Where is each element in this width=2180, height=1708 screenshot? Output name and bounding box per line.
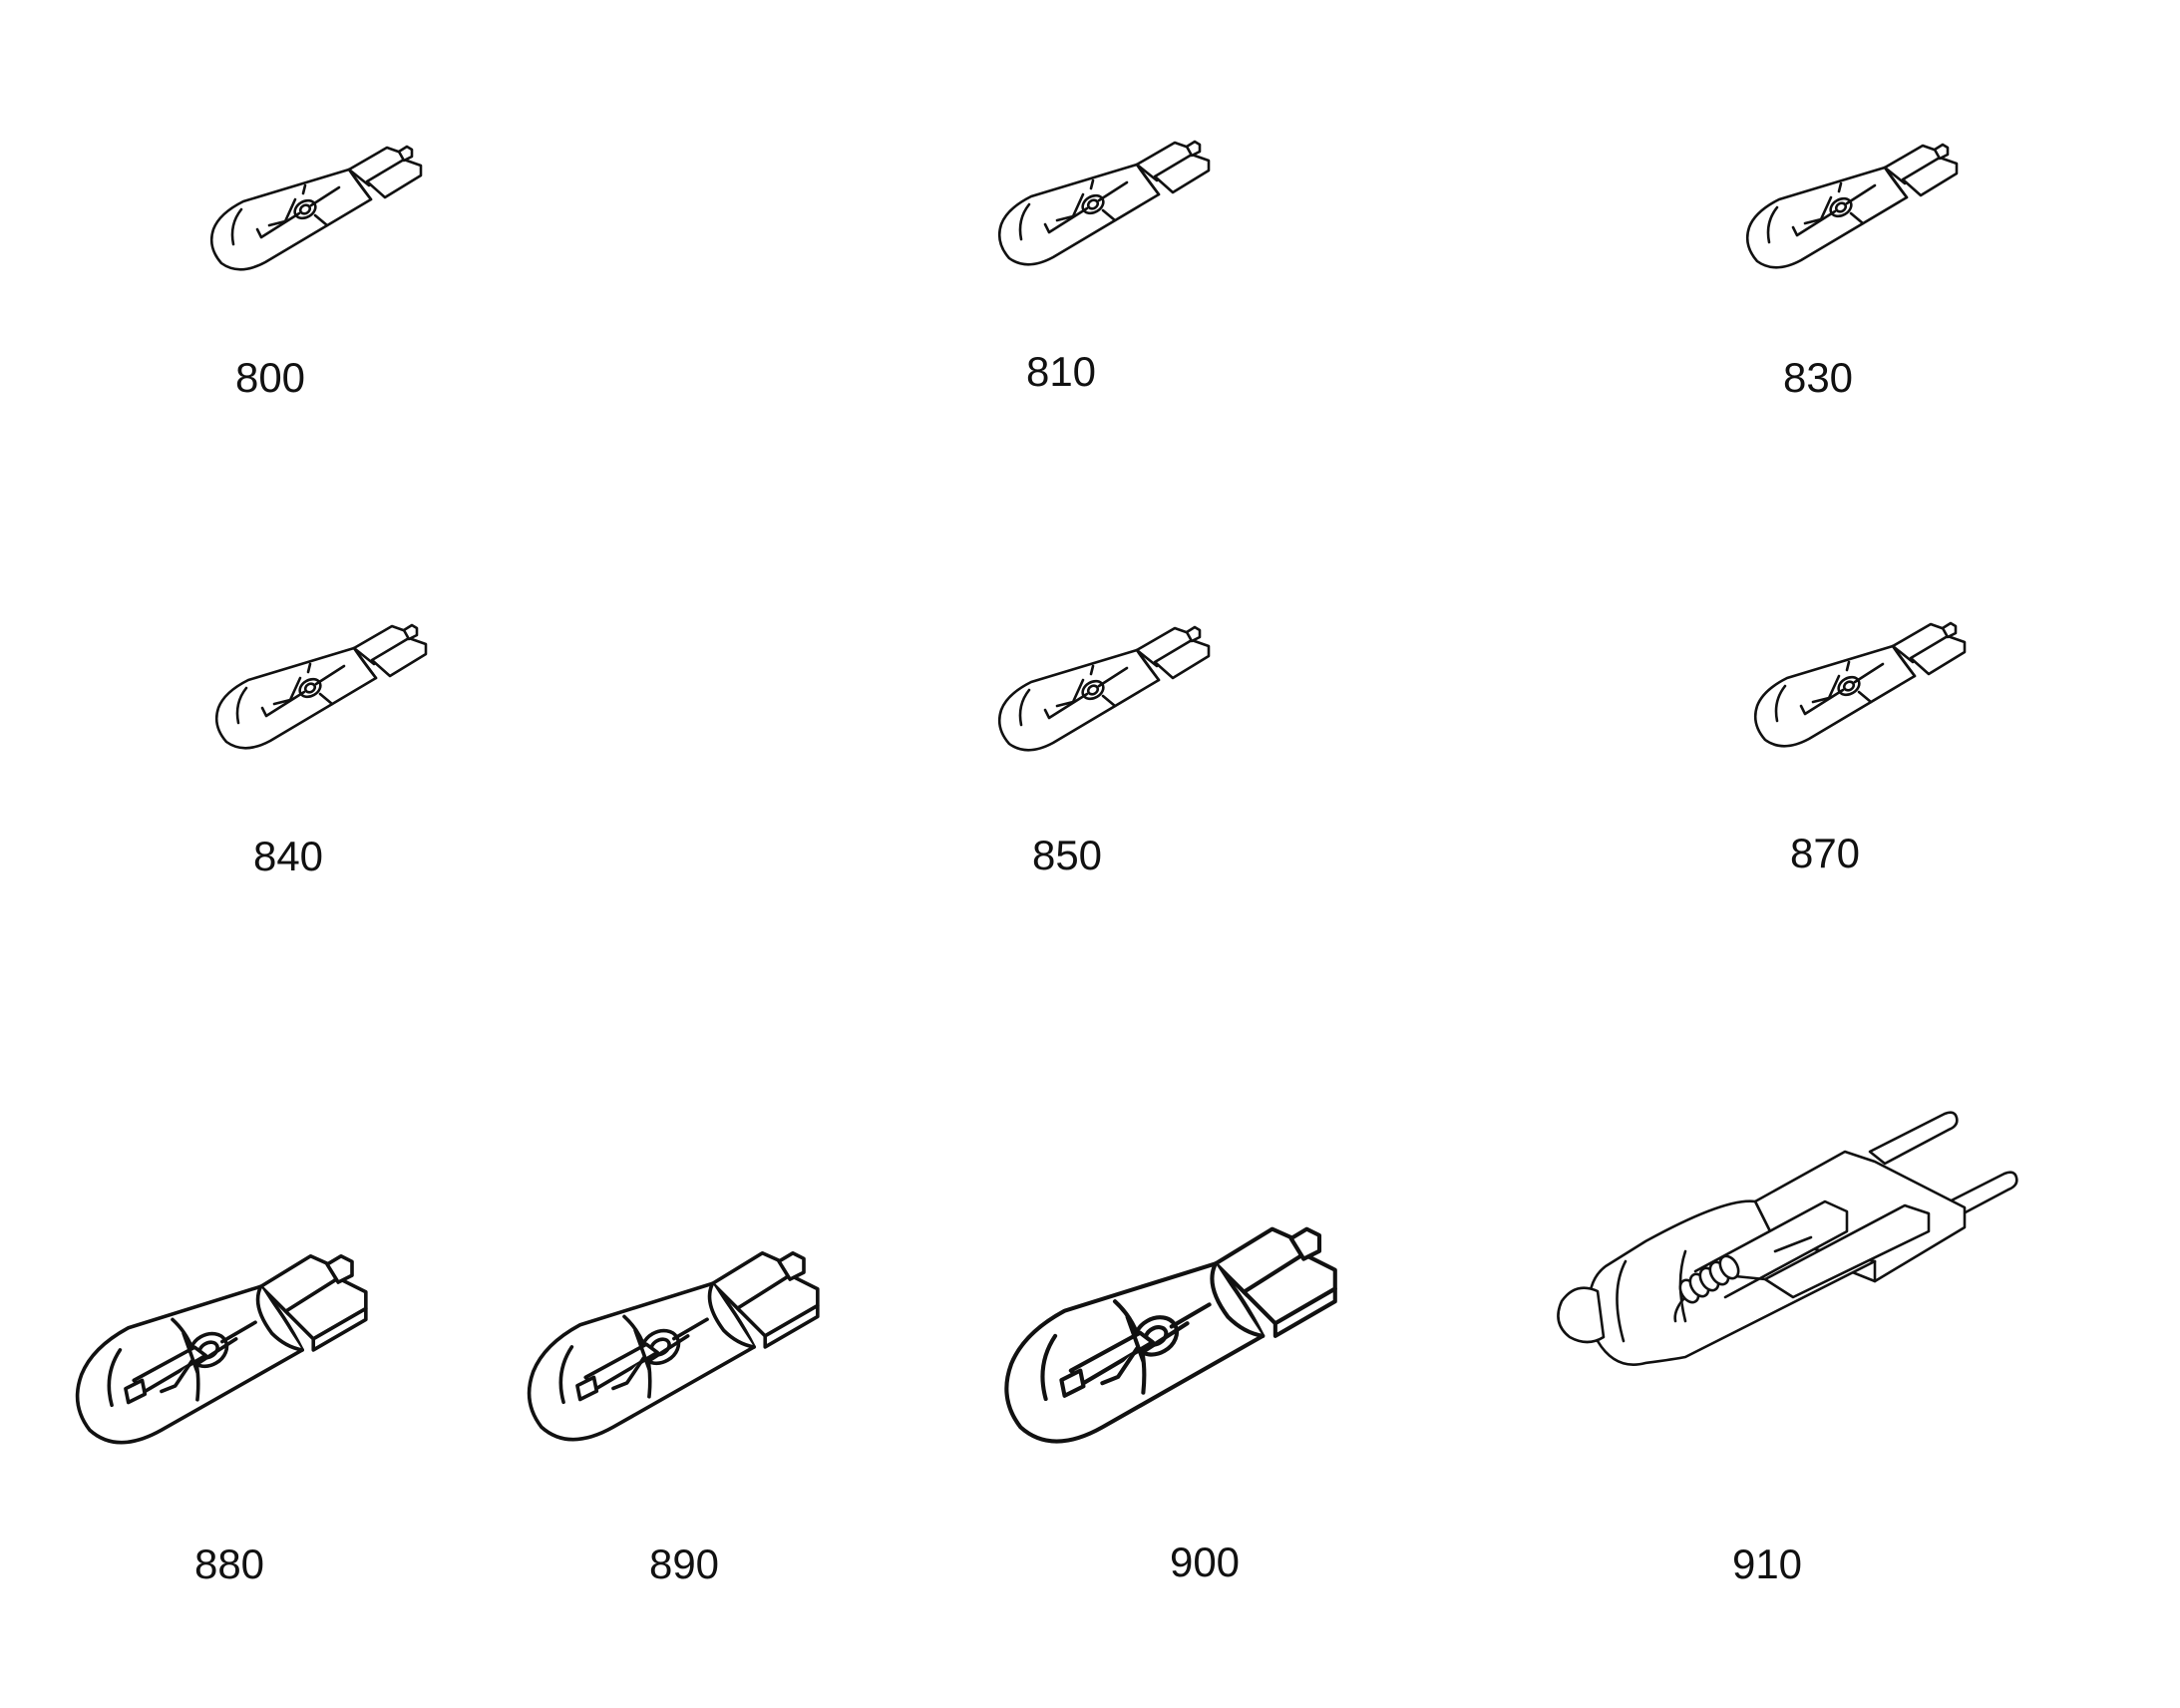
lamp-840-drawing xyxy=(204,608,464,788)
ref-numeral-870: 870 xyxy=(1789,830,1861,876)
lamp-900-drawing xyxy=(992,1206,1401,1491)
ref-numeral-880: 880 xyxy=(193,1540,265,1587)
lamp-910-drawing xyxy=(1526,1102,2104,1501)
ref-numeral-910: 910 xyxy=(1731,1540,1803,1587)
lamp-810-drawing xyxy=(987,125,1247,304)
lamp-880-drawing xyxy=(65,1236,424,1486)
lamp-830-drawing xyxy=(1735,128,1995,307)
lamp-800-drawing xyxy=(199,130,459,309)
ref-numeral-830: 830 xyxy=(1782,354,1854,401)
lamp-850-drawing xyxy=(987,610,1247,790)
lamp-890-drawing xyxy=(517,1233,876,1483)
ref-numeral-800: 800 xyxy=(234,354,306,401)
ref-numeral-850: 850 xyxy=(1031,832,1103,878)
ref-numeral-810: 810 xyxy=(1025,348,1097,395)
ref-numeral-840: 840 xyxy=(252,833,324,879)
ref-numeral-900: 900 xyxy=(1169,1538,1241,1585)
ref-numeral-890: 890 xyxy=(648,1540,720,1587)
lamp-870-drawing xyxy=(1743,606,2002,786)
